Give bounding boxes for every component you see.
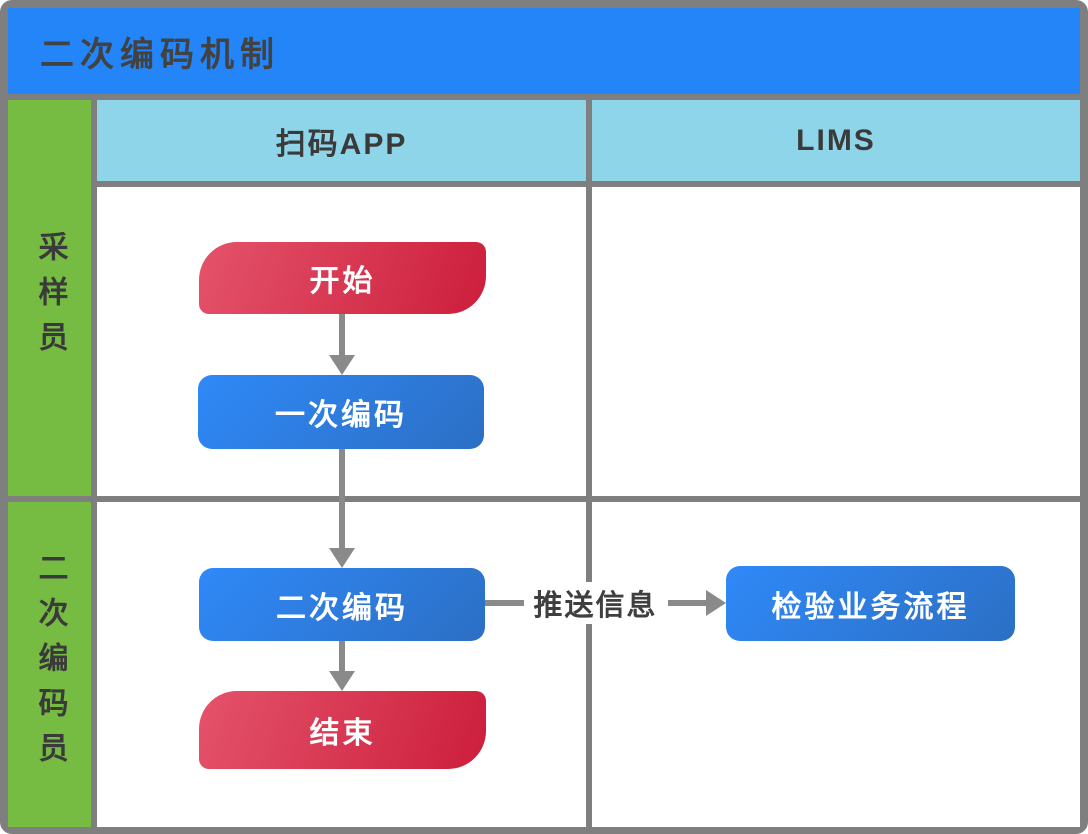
cell-app-sampler [97,187,586,496]
cell-lims-secondary-coder [592,502,1080,827]
lane-label-secondary-coder-text: 二次编码员 [33,552,67,777]
column-header-lims-text: LIMS [796,123,876,157]
column-header-app: 扫码APP [97,100,586,181]
lane-label-sampler: 采样员 [8,100,91,496]
column-header-app-text: 扫码APP [275,127,408,161]
diagram-title: 二次编码机制 [40,35,280,74]
column-header-lims: LIMS [592,100,1080,181]
lane-label-secondary-coder: 二次编码员 [8,502,91,827]
lane-label-sampler-text: 采样员 [33,230,67,366]
cell-app-secondary-coder [97,502,586,827]
title-bar: 二次编码机制 [8,8,1080,94]
cell-lims-sampler [592,187,1080,496]
